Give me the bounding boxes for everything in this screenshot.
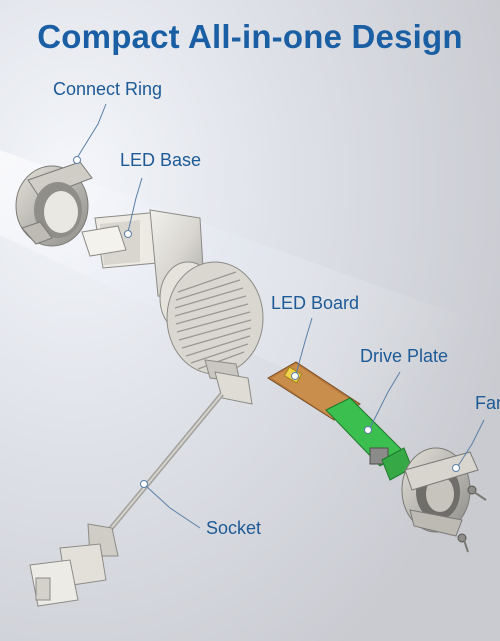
leader-led-base [127, 177, 143, 233]
heatsink-fins-part [166, 261, 264, 383]
label-fan: Fan [475, 393, 500, 413]
label-drive-plate: Drive Plate [360, 346, 449, 366]
callout-dot-fan [452, 464, 460, 472]
screw-parts [457, 485, 487, 553]
connect-ring-part [15, 161, 93, 247]
page-title: Compact All-in-one Design [37, 18, 463, 55]
leader-led-board [295, 317, 313, 375]
leader-socket [145, 485, 201, 529]
label-led-base: LED Base [120, 150, 202, 170]
socket-cable-part [29, 371, 253, 607]
callout-dot-connect-ring [73, 156, 81, 164]
callout-dot-drive-plate [364, 426, 372, 434]
leader-connect-ring [76, 103, 107, 159]
label-socket: Socket [206, 518, 262, 538]
callout-dot-led-base [124, 230, 132, 238]
callout-dot-led-board [291, 372, 299, 380]
leader-lines [73, 103, 485, 529]
callout-dot-socket [140, 480, 148, 488]
label-led-board: LED Board [271, 293, 360, 313]
label-connect-ring: Connect Ring [53, 79, 163, 99]
leader-drive-plate [369, 371, 401, 429]
leader-fan [457, 419, 485, 467]
